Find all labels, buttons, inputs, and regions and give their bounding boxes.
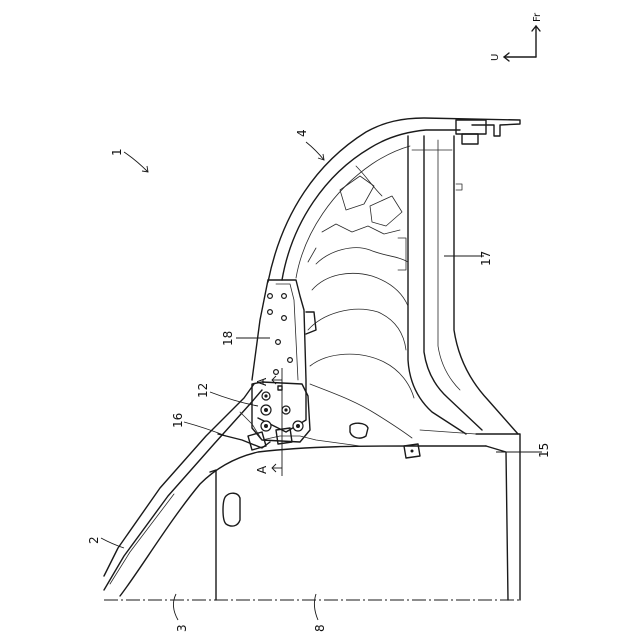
label-18: 18 (221, 331, 235, 346)
reinforcement-18-tab (306, 312, 316, 334)
bracket-12-pin (278, 386, 282, 390)
front-label: Fr (532, 12, 543, 22)
label-2: 2 (87, 536, 101, 544)
front-pillar: 2 16 (87, 384, 270, 590)
body-upper-rail (420, 430, 476, 434)
leader-2 (101, 538, 124, 548)
hole-18-g (274, 370, 279, 375)
body-slot (223, 493, 240, 526)
inner-contour-6 (310, 384, 412, 438)
bolt-12-a-center (264, 394, 267, 397)
label-3: 3 (175, 624, 189, 632)
orientation-indicator: Fr U (490, 12, 543, 61)
label-8: 8 (313, 624, 327, 632)
label-15: 15 (537, 443, 551, 458)
roof-rail-inner-2 (296, 146, 410, 278)
hole-18-f (288, 358, 293, 363)
label-17: 17 (479, 251, 493, 266)
inner-stiffener (398, 238, 406, 270)
section-label-top: A (255, 377, 269, 386)
body-outline-upper (120, 446, 486, 596)
hole-18-e (276, 340, 281, 345)
label-4: 4 (295, 129, 309, 137)
pillar-17-rib (438, 140, 460, 390)
pillar-2-rib (110, 494, 174, 584)
hole-18-b (282, 294, 287, 299)
hole-18-a (268, 294, 273, 299)
leader-4 (306, 142, 324, 160)
joint-bracket-12: 12 (196, 382, 310, 442)
roof-bracket (456, 120, 486, 134)
reinforcement-18-inner (276, 284, 298, 380)
roof-rail-inner (282, 130, 460, 280)
body-rear-frame (476, 434, 520, 600)
body-clip-d-center (411, 450, 414, 453)
body-clip-c (350, 423, 368, 438)
label-16: 16 (171, 413, 185, 428)
bolt-12-c-center (264, 424, 268, 428)
inner-contour-1 (316, 248, 408, 264)
inner-contour-4 (310, 354, 414, 398)
pillar-17-tab (456, 184, 462, 190)
lower-body: 15 (120, 423, 551, 600)
inner-panel (308, 166, 414, 438)
label-1-group: 1 (110, 148, 148, 172)
up-label: U (490, 54, 501, 61)
inner-contour-5 (322, 224, 400, 234)
inner-contour-7 (356, 166, 382, 196)
leader-1 (124, 152, 148, 172)
leader-16 (184, 422, 226, 436)
pillar-17-mid (424, 136, 482, 430)
hole-18-d (282, 316, 287, 321)
leader-8 (314, 594, 318, 620)
roof-bracket-lower (462, 134, 478, 144)
reinforcement-18-left (252, 280, 268, 380)
inner-cutout-2 (370, 196, 402, 226)
bolt-12-e-center (296, 424, 300, 428)
inner-line-a (308, 248, 316, 262)
pillar-17-inner (408, 136, 466, 434)
door-frame-line (210, 470, 216, 600)
bolt-12-d-center (284, 408, 287, 411)
leader-3 (173, 594, 178, 620)
inner-contour-3 (308, 309, 406, 350)
body-rear-frame-inner (486, 446, 508, 600)
inner-contour-2 (312, 273, 408, 306)
pillar-17: 17 (408, 136, 518, 434)
hole-18-c (268, 310, 273, 315)
centerline-group: 3 8 (104, 594, 520, 632)
pillar-17-outer (454, 136, 518, 434)
bolt-12-b-center (264, 408, 268, 412)
section-label-bottom: A (255, 465, 269, 474)
label-12: 12 (196, 383, 210, 398)
label-1: 1 (110, 148, 124, 156)
